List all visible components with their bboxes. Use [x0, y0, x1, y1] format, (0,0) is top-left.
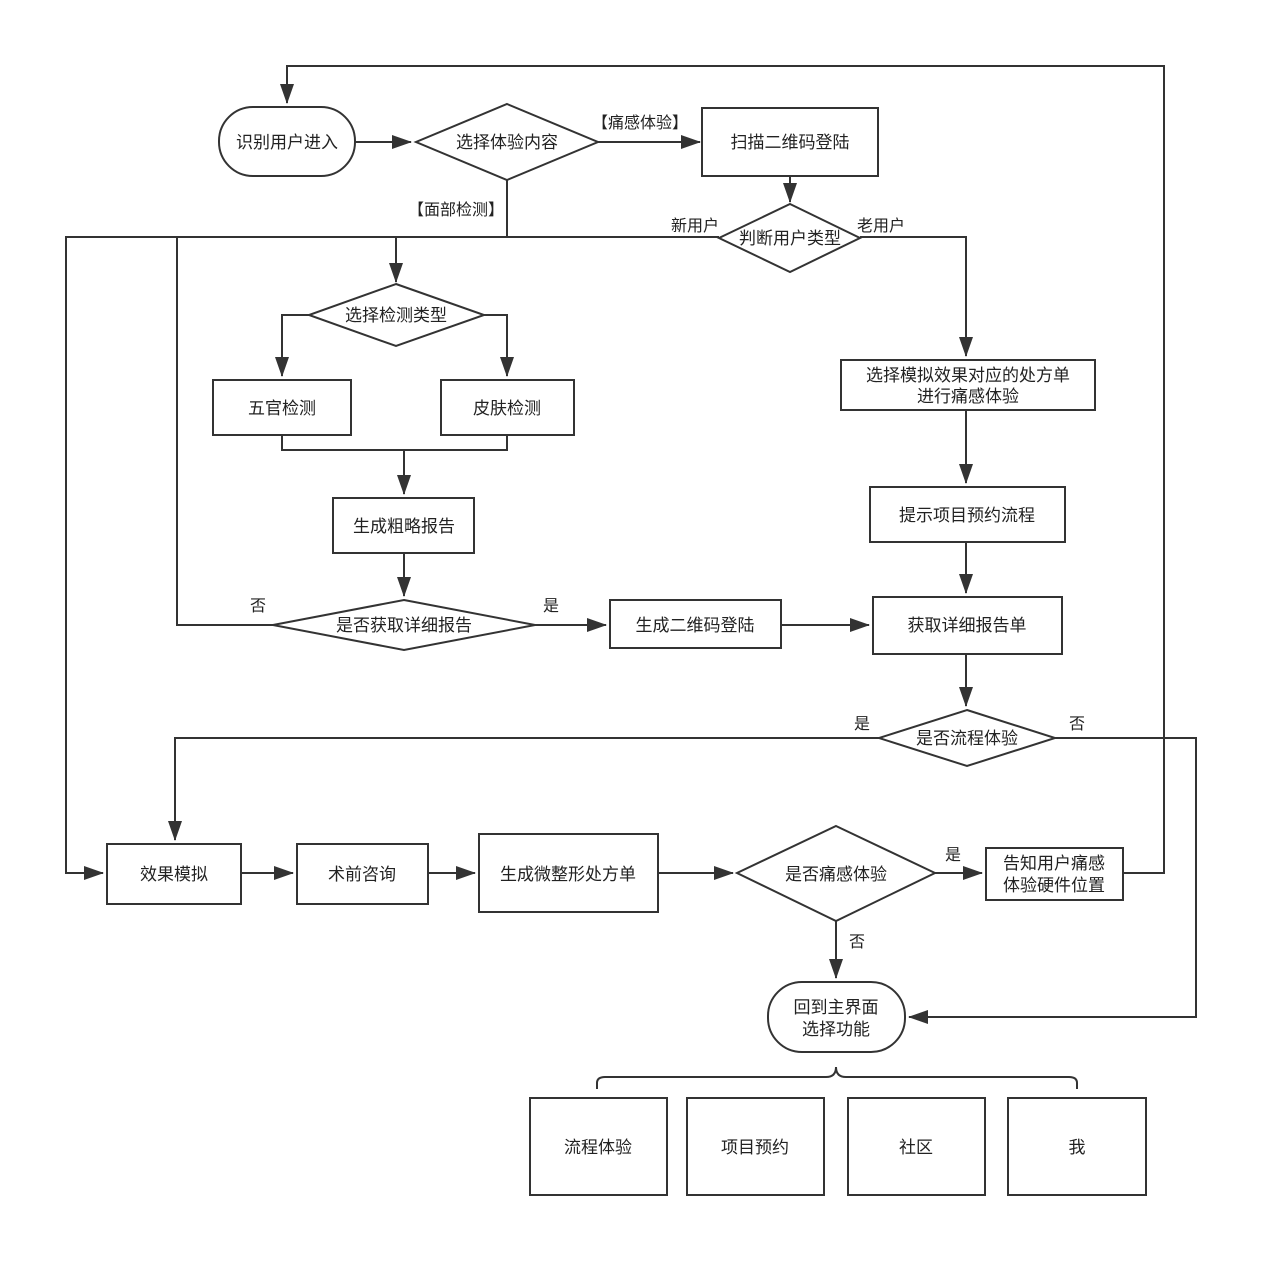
node-inform-hardware[interactable]: 告知用户痛感 体验硬件位置 [985, 847, 1124, 901]
node-choose-detect-type-label: 选择检测类型 [345, 306, 447, 326]
node-facial-features-label: 五官检测 [248, 399, 316, 419]
edge-detail-no [176, 237, 273, 626]
node-rough-report-label: 生成粗略报告 [353, 517, 455, 537]
node-select-prescription[interactable]: 选择模拟效果对应的处方单 进行痛感体验 [840, 359, 1096, 411]
menu-item-process-label: 流程体验 [564, 1138, 632, 1158]
menu-item-me[interactable]: 我 [1007, 1097, 1147, 1196]
node-back-main[interactable]: 回到主界面 选择功能 [767, 981, 906, 1053]
edge-process-no [908, 737, 1197, 1024]
edge-labels: 【痛感体验】 【面部检测】 新用户 老用户 否 是 是 否 是 否 [250, 113, 1085, 951]
node-process-experience-question[interactable]: 是否流程体验 [875, 708, 1059, 768]
node-process-experience-question-label: 是否流程体验 [916, 729, 1018, 749]
node-preop-consult-label: 术前咨询 [328, 865, 396, 885]
edge-old-user [860, 236, 973, 357]
node-choose-content[interactable]: 选择体验内容 [413, 102, 601, 182]
node-effect-sim[interactable]: 效果模拟 [106, 843, 242, 905]
node-facial-features[interactable]: 五官检测 [212, 379, 352, 436]
menu-item-me-label: 我 [1069, 1138, 1086, 1158]
edge-process-yes [168, 737, 879, 841]
node-back-main-line1: 回到主界面 [794, 998, 879, 1018]
node-preop-consult[interactable]: 术前咨询 [296, 843, 429, 905]
node-prompt-booking[interactable]: 提示项目预约流程 [869, 486, 1066, 543]
node-select-prescription-line2: 进行痛感体验 [917, 387, 1019, 407]
menu-brace [596, 1066, 1078, 1089]
node-judge-user-type[interactable]: 判断用户类型 [716, 202, 863, 274]
menu-item-booking[interactable]: 项目预约 [686, 1097, 825, 1196]
node-effect-sim-label: 效果模拟 [140, 865, 208, 885]
node-get-detail-report[interactable]: 获取详细报告单 [872, 596, 1063, 655]
node-inform-hardware-line1: 告知用户痛感 [1003, 854, 1105, 874]
menu-item-booking-label: 项目预约 [721, 1138, 789, 1158]
node-choose-detect-type[interactable]: 选择检测类型 [306, 282, 488, 348]
nodes: 识别用户进入 选择体验内容 扫描二维码登陆 判断用户类型 选择检测类型 五官检测 [106, 102, 1147, 1196]
edges [65, 65, 1197, 1089]
edge-label-pain-yes: 是 [945, 845, 961, 864]
node-back-main-line2: 选择功能 [802, 1020, 870, 1040]
edge-label-old-user: 老用户 [857, 216, 905, 235]
edge-inform-to-identify [280, 65, 1165, 874]
node-choose-content-label: 选择体验内容 [456, 133, 558, 153]
node-prompt-booking-label: 提示项目预约流程 [899, 506, 1035, 526]
node-gen-prescription-label: 生成微整形处方单 [500, 865, 636, 885]
node-gen-qr-login-label: 生成二维码登陆 [636, 616, 755, 636]
edge-label-new-user: 新用户 [671, 216, 719, 235]
node-inform-hardware-line2: 体验硬件位置 [1003, 876, 1105, 896]
edge-label-process-no: 否 [1069, 714, 1085, 733]
node-get-detail-report-label: 获取详细报告单 [908, 616, 1027, 636]
node-rough-report[interactable]: 生成粗略报告 [332, 497, 475, 554]
menu-item-process[interactable]: 流程体验 [529, 1097, 668, 1196]
node-get-detail-report-question-label: 是否获取详细报告 [336, 616, 472, 636]
edge-label-process-yes: 是 [854, 714, 870, 733]
menu-item-community[interactable]: 社区 [847, 1097, 986, 1196]
node-pain-experience-question[interactable]: 是否痛感体验 [734, 824, 938, 923]
node-skin-detect[interactable]: 皮肤检测 [440, 379, 575, 436]
node-select-prescription-line1: 选择模拟效果对应的处方单 [866, 366, 1070, 386]
edge-label-pain-experience: 【痛感体验】 [592, 113, 688, 132]
edge-merge-detect [281, 435, 508, 451]
node-gen-prescription[interactable]: 生成微整形处方单 [478, 833, 659, 913]
edge-label-pain-no: 否 [849, 932, 865, 951]
node-scan-qr-login[interactable]: 扫描二维码登陆 [701, 107, 879, 177]
node-judge-user-type-label: 判断用户类型 [739, 229, 841, 249]
node-pain-experience-question-label: 是否痛感体验 [785, 865, 887, 885]
edge-label-detail-no: 否 [250, 596, 266, 615]
edge-detect-to-facial [275, 314, 309, 377]
edge-label-face-detect: 【面部检测】 [408, 200, 504, 219]
menu-item-community-label: 社区 [899, 1138, 933, 1158]
node-gen-qr-login[interactable]: 生成二维码登陆 [609, 599, 782, 649]
node-get-detail-report-question[interactable]: 是否获取详细报告 [272, 598, 536, 652]
node-identify-user-label: 识别用户进入 [236, 133, 338, 153]
node-scan-qr-login-label: 扫描二维码登陆 [731, 133, 850, 153]
node-skin-detect-label: 皮肤检测 [473, 399, 541, 419]
edge-choose-to-detect [389, 180, 508, 283]
edge-detect-to-skin [484, 314, 514, 377]
node-identify-user[interactable]: 识别用户进入 [218, 106, 356, 177]
edge-new-user [65, 236, 719, 880]
edge-label-detail-yes: 是 [543, 596, 559, 615]
